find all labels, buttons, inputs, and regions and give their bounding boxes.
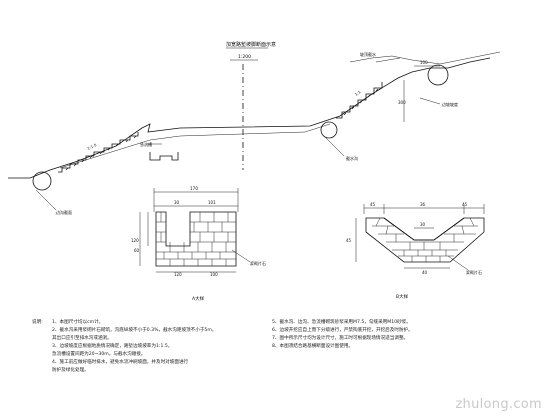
note-left-7: 防护及绿化处理。 <box>52 368 89 373</box>
detail-a-dim-left-label: 120 <box>131 238 139 243</box>
detail-b-caption: B大样 <box>396 293 409 300</box>
detail-b-dim-mid-label: 36 <box>420 202 426 207</box>
detail-b-dim-right-label: 45 <box>462 202 468 207</box>
detail-b: 45 36 45 30 45 40 浆砌 <box>346 202 485 300</box>
note-left-4: 3、边坡坡度应根据地质情况确定，路堑边坡坡率为1:1.5， <box>52 344 173 349</box>
label-mid-step: 急流槽 <box>140 141 152 147</box>
leader-top-right <box>375 57 401 63</box>
detail-a-dim-left2-label: 60 <box>134 248 140 253</box>
leader-right-lower <box>419 97 441 105</box>
ground-profile <box>8 57 491 179</box>
left-steps <box>58 132 139 173</box>
note-left-1: 1、本图尺寸均以cm计。 <box>52 320 104 325</box>
label-right-lower: 边坡坡度 <box>442 101 458 107</box>
detail-b-note: 浆砌片石 <box>466 269 482 275</box>
detail-b-note-leader <box>447 255 469 271</box>
detail-a-dim-inner-left: 30 <box>174 200 180 205</box>
detail-b-dim-bottom-label: 40 <box>422 270 428 275</box>
leader-left-lower <box>35 189 57 211</box>
detail-a-dim-top-label: 170 <box>190 186 198 191</box>
detail-b-inner <box>383 217 465 241</box>
dim-top-label: 100 <box>420 60 428 65</box>
note-left-3: 其出口应引至排水沟或涵洞。 <box>52 336 112 341</box>
note-left-2: 2、截水沟采用浆砌片石砌筑，沟底纵坡不小于0.3%，截水沟距坡顶不小于5m， <box>52 328 217 333</box>
label-left-lower: 边沟截面 <box>56 209 72 215</box>
section-title: 加宽路堑坡脚断面示意 <box>226 41 276 48</box>
left-side-ditch <box>32 171 52 191</box>
note-right-1: 5、截水沟、边沟、急流槽砌筑砂浆采用M7.5，勾缝采用M10砂浆。 <box>272 320 411 325</box>
right-slope-hatching <box>343 88 379 116</box>
subgrade-line <box>59 123 331 169</box>
detail-a: 170 30 101 120 60 120 100 <box>131 186 266 302</box>
label-top-right: 坡顶截水 <box>360 51 376 57</box>
detail-a-dim-bottom-label: 120 <box>174 272 182 277</box>
detail-a-note: 浆砌片石 <box>250 260 266 266</box>
top-intercept-ditch <box>427 64 449 86</box>
detail-a-caption: A大样 <box>192 295 205 302</box>
notes-heading: 说明: <box>32 320 43 325</box>
label-mid-ditch: 截水沟 <box>346 155 358 161</box>
detail-a-dim-inner-right: 101 <box>208 200 216 205</box>
dim-right-label: 300 <box>398 100 406 105</box>
leader-mid-ditch <box>325 137 345 157</box>
detail-a-dim-bottom2-label: 100 <box>210 272 218 277</box>
note-left-5: 急流槽设置间距为20~30m，与截水沟顺接。 <box>52 352 146 357</box>
detail-a-outline <box>155 211 237 267</box>
note-right-3: 7、图中所示尺寸均为设计尺寸，施工时可根据现场情况适当调整。 <box>272 336 409 341</box>
detail-a-bricks <box>156 212 236 266</box>
detail-b-dim-inner-label: 30 <box>420 222 426 227</box>
main-cross-section: 加宽路堑坡脚断面示意 1:200 <box>8 41 501 215</box>
note-right-4: 8、本图须结合路基横断面设计图使用。 <box>272 344 354 349</box>
slope-ratio-right: 1:1 <box>354 89 362 97</box>
detail-b-bricks <box>372 217 478 262</box>
detail-a-note-leader <box>231 249 251 263</box>
slope-ratio-left: 1:1.5 <box>86 142 97 151</box>
watermark: zhulong.com <box>455 397 542 412</box>
detail-b-dim-left-label: 45 <box>370 202 376 207</box>
middle-ditch <box>320 121 338 139</box>
left-slope-hatching <box>65 135 137 171</box>
note-right-2: 6、边坡开挖应自上而下分级进行，严禁掏底开挖，开挖后及时防护。 <box>272 328 413 333</box>
chute-structure <box>149 152 179 161</box>
detail-b-dim-left-h-label: 45 <box>346 238 352 243</box>
note-left-6: 4、施工前应做好临时排水，避免水流冲刷坡面，并及时对坡面进行 <box>52 360 189 365</box>
section-scale: 1:200 <box>238 54 251 60</box>
right-steps <box>336 82 383 119</box>
natural-ground-line <box>349 51 501 65</box>
